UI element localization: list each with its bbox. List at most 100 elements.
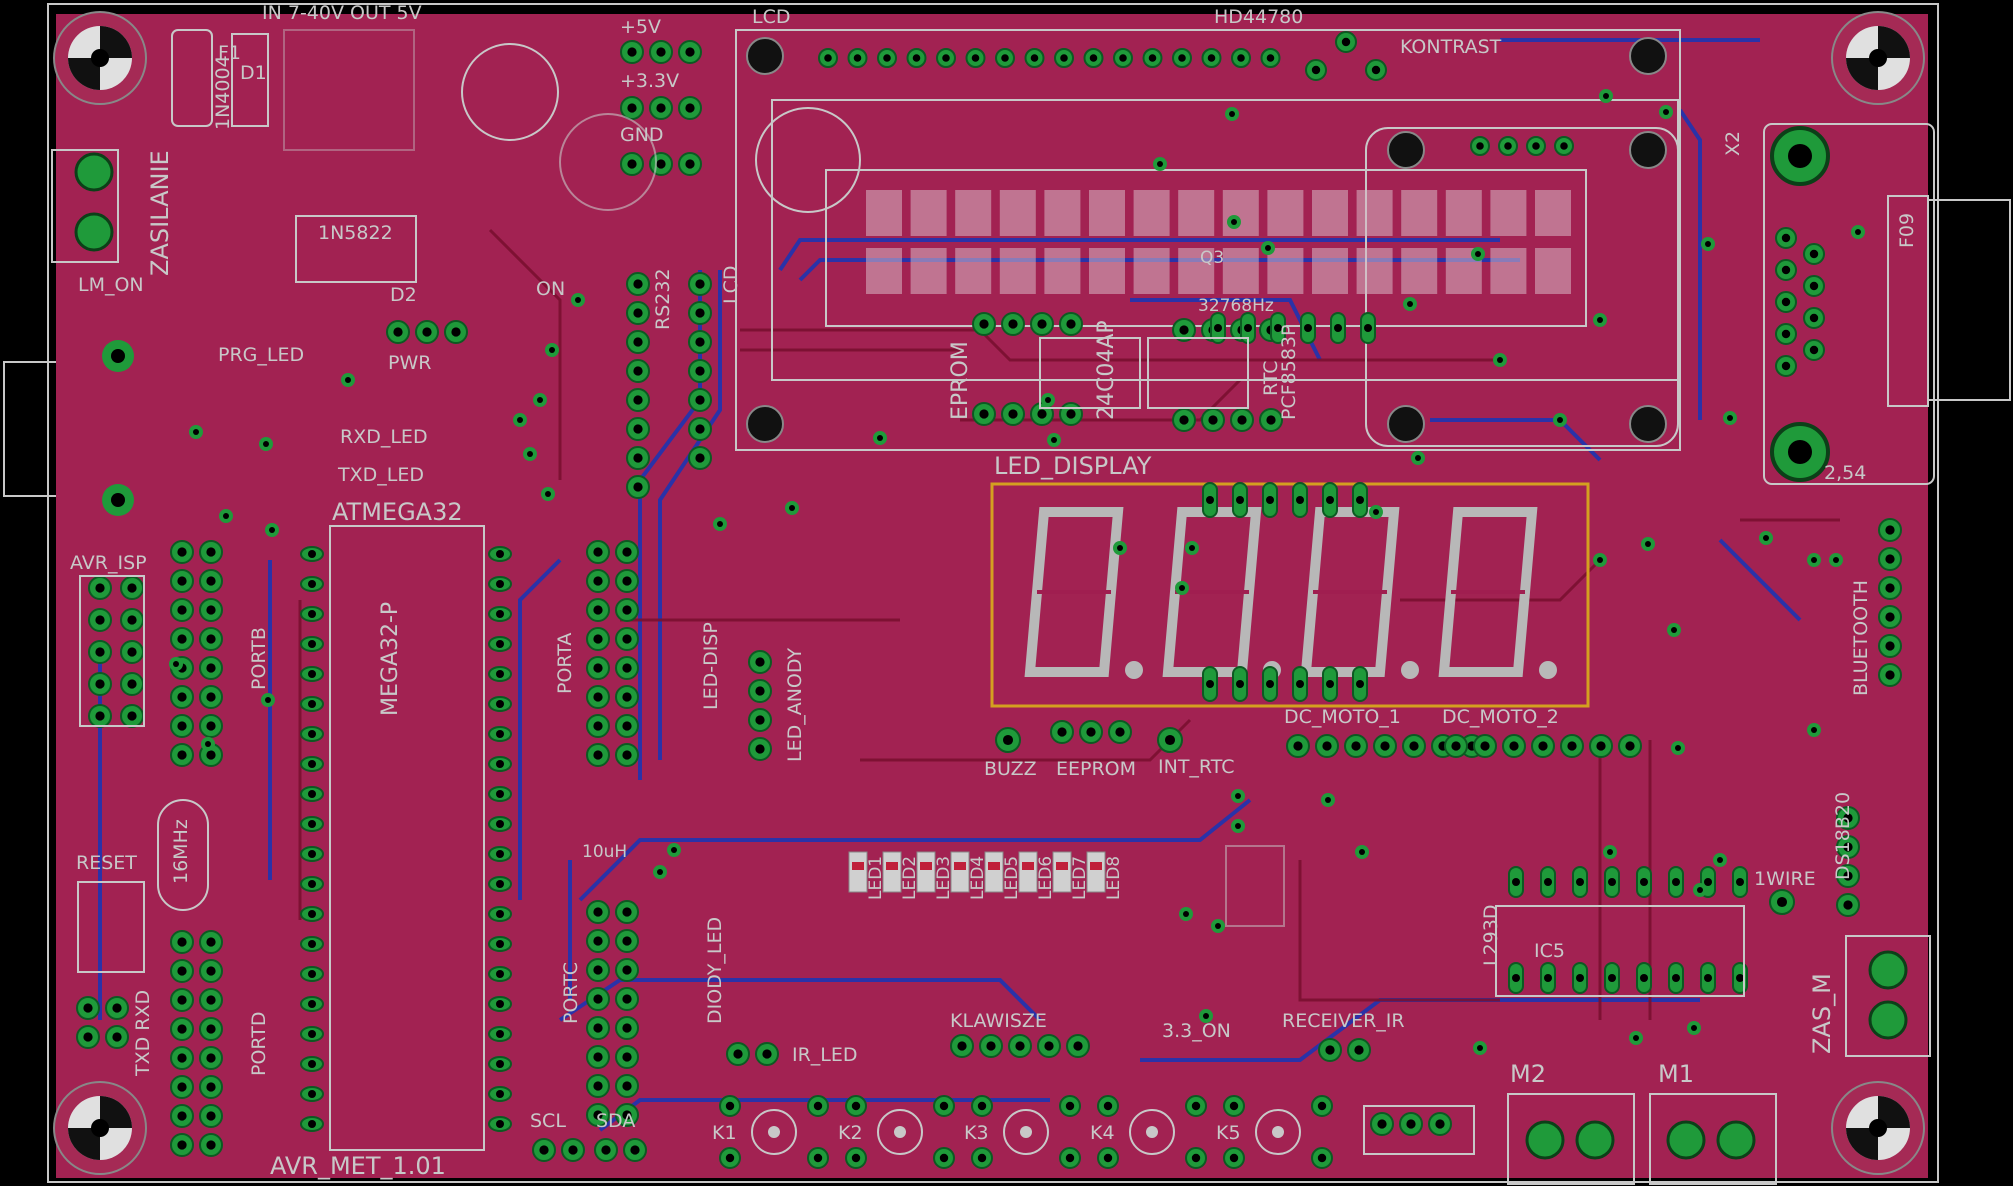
mega-pin — [300, 576, 324, 592]
header-pin — [170, 685, 194, 709]
sda-label: SDA — [596, 1110, 636, 1132]
tactile-switch[interactable] — [751, 1109, 797, 1155]
header-pin — [170, 1075, 194, 1099]
db9-pin — [1803, 275, 1825, 297]
lcd-cell — [1044, 190, 1081, 236]
p33v-label: +3.3V — [620, 70, 680, 92]
mega-pin — [488, 966, 512, 982]
header-pin — [199, 685, 223, 709]
diody-led-label: DIODY_LED — [704, 916, 726, 1024]
ap-label: 24C04AP — [1094, 320, 1119, 420]
seg-pin — [1352, 482, 1368, 518]
lcd-cell — [955, 190, 992, 236]
backlight-pin — [1554, 136, 1574, 156]
header-pin — [1836, 835, 1860, 859]
mega-pin — [300, 1116, 324, 1132]
lcd-cell — [1356, 190, 1393, 236]
mega-pin — [488, 756, 512, 772]
switch-pad — [719, 1147, 741, 1169]
header-pin — [688, 359, 712, 383]
top-traces — [298, 228, 1840, 1020]
seg-pin — [1262, 482, 1278, 518]
header-pin — [688, 330, 712, 354]
seg-digit — [1024, 507, 1124, 677]
mega-pin — [488, 576, 512, 592]
dc-moto-1-label: DC_MOTO_1 — [1284, 706, 1401, 728]
mega32p-label: MEGA32-P — [378, 601, 403, 716]
p5v-label: +5V — [620, 16, 662, 38]
header-pin — [1370, 1112, 1394, 1136]
header-pin — [1473, 734, 1497, 758]
switch-pad — [1311, 1147, 1333, 1169]
lm-on-label: LM_ON — [78, 274, 144, 296]
header-pin — [586, 987, 610, 1011]
led-anody-label: LED_ANODY — [784, 647, 806, 762]
header-pin — [1531, 734, 1555, 758]
bluetooth-label: BLUETOOTH — [1850, 580, 1872, 696]
buzz-label: BUZZ — [984, 758, 1037, 780]
trimmer-pad — [1365, 59, 1387, 81]
ic5-label: IC5 — [1534, 940, 1565, 962]
f1-label: F1 — [218, 42, 242, 64]
db9-pin — [1803, 307, 1825, 329]
header-pin — [120, 640, 144, 664]
mega-pin — [300, 1056, 324, 1072]
header-pin — [1108, 720, 1132, 744]
led-disp-label: LED-DISP — [700, 622, 722, 710]
lcd-pin — [1024, 48, 1045, 68]
header-pin — [170, 1133, 194, 1157]
header-pin — [120, 608, 144, 632]
seg-pin — [1352, 666, 1368, 702]
l293d-pin — [1668, 962, 1684, 994]
smd-led-bank — [848, 851, 1106, 893]
atmega32-chip[interactable] — [329, 525, 485, 1151]
trimmer-pad — [1335, 31, 1357, 53]
switch-label: K5 — [1216, 1122, 1241, 1144]
header-pin — [1050, 720, 1074, 744]
header-pin — [972, 402, 996, 426]
header-pin — [1878, 605, 1902, 629]
tactile-switch[interactable] — [1003, 1109, 1049, 1155]
switch-pad — [1097, 1147, 1119, 1169]
l293d-pin — [1572, 962, 1588, 994]
header-pin — [620, 96, 644, 120]
header-pin — [620, 40, 644, 64]
header-pin — [199, 1104, 223, 1128]
mega-pin — [300, 936, 324, 952]
trimmer-pad — [1305, 59, 1327, 81]
header-pin — [1079, 720, 1103, 744]
rtc-pin — [1210, 312, 1226, 344]
header-pin — [1318, 1038, 1342, 1062]
led-label: LED5 — [1002, 855, 1022, 900]
header-pin — [615, 1016, 639, 1040]
header-pin — [615, 569, 639, 593]
header-pin — [586, 569, 610, 593]
porta-label: PORTA — [554, 632, 576, 694]
header-pin — [678, 152, 702, 176]
header-pin — [170, 598, 194, 622]
switch-pad — [933, 1147, 955, 1169]
header-pin — [199, 714, 223, 738]
lcd-cell — [1089, 248, 1125, 294]
header-pin — [386, 320, 410, 344]
db9-pin — [1803, 243, 1825, 265]
seg-digit — [1438, 507, 1538, 677]
lcd-pin — [1113, 48, 1133, 68]
header-pin — [1373, 734, 1397, 758]
lcd-cell — [1133, 190, 1170, 236]
mounting-hole-br — [1831, 1081, 1925, 1175]
tactile-switch[interactable] — [877, 1109, 923, 1155]
header-pin — [199, 569, 223, 593]
tactile-switch[interactable] — [1129, 1109, 1175, 1155]
header-pin — [688, 417, 712, 441]
header-pin — [586, 540, 610, 564]
header-pin — [623, 1138, 647, 1162]
header-pin — [170, 627, 194, 651]
db9-connector[interactable] — [1887, 195, 2011, 407]
tactile-switch[interactable] — [1255, 1109, 1301, 1155]
d1-label: D1 — [240, 62, 267, 84]
atmega32-pins — [300, 546, 512, 1132]
lcd-pin — [906, 48, 927, 68]
lcd-cell — [999, 190, 1036, 236]
